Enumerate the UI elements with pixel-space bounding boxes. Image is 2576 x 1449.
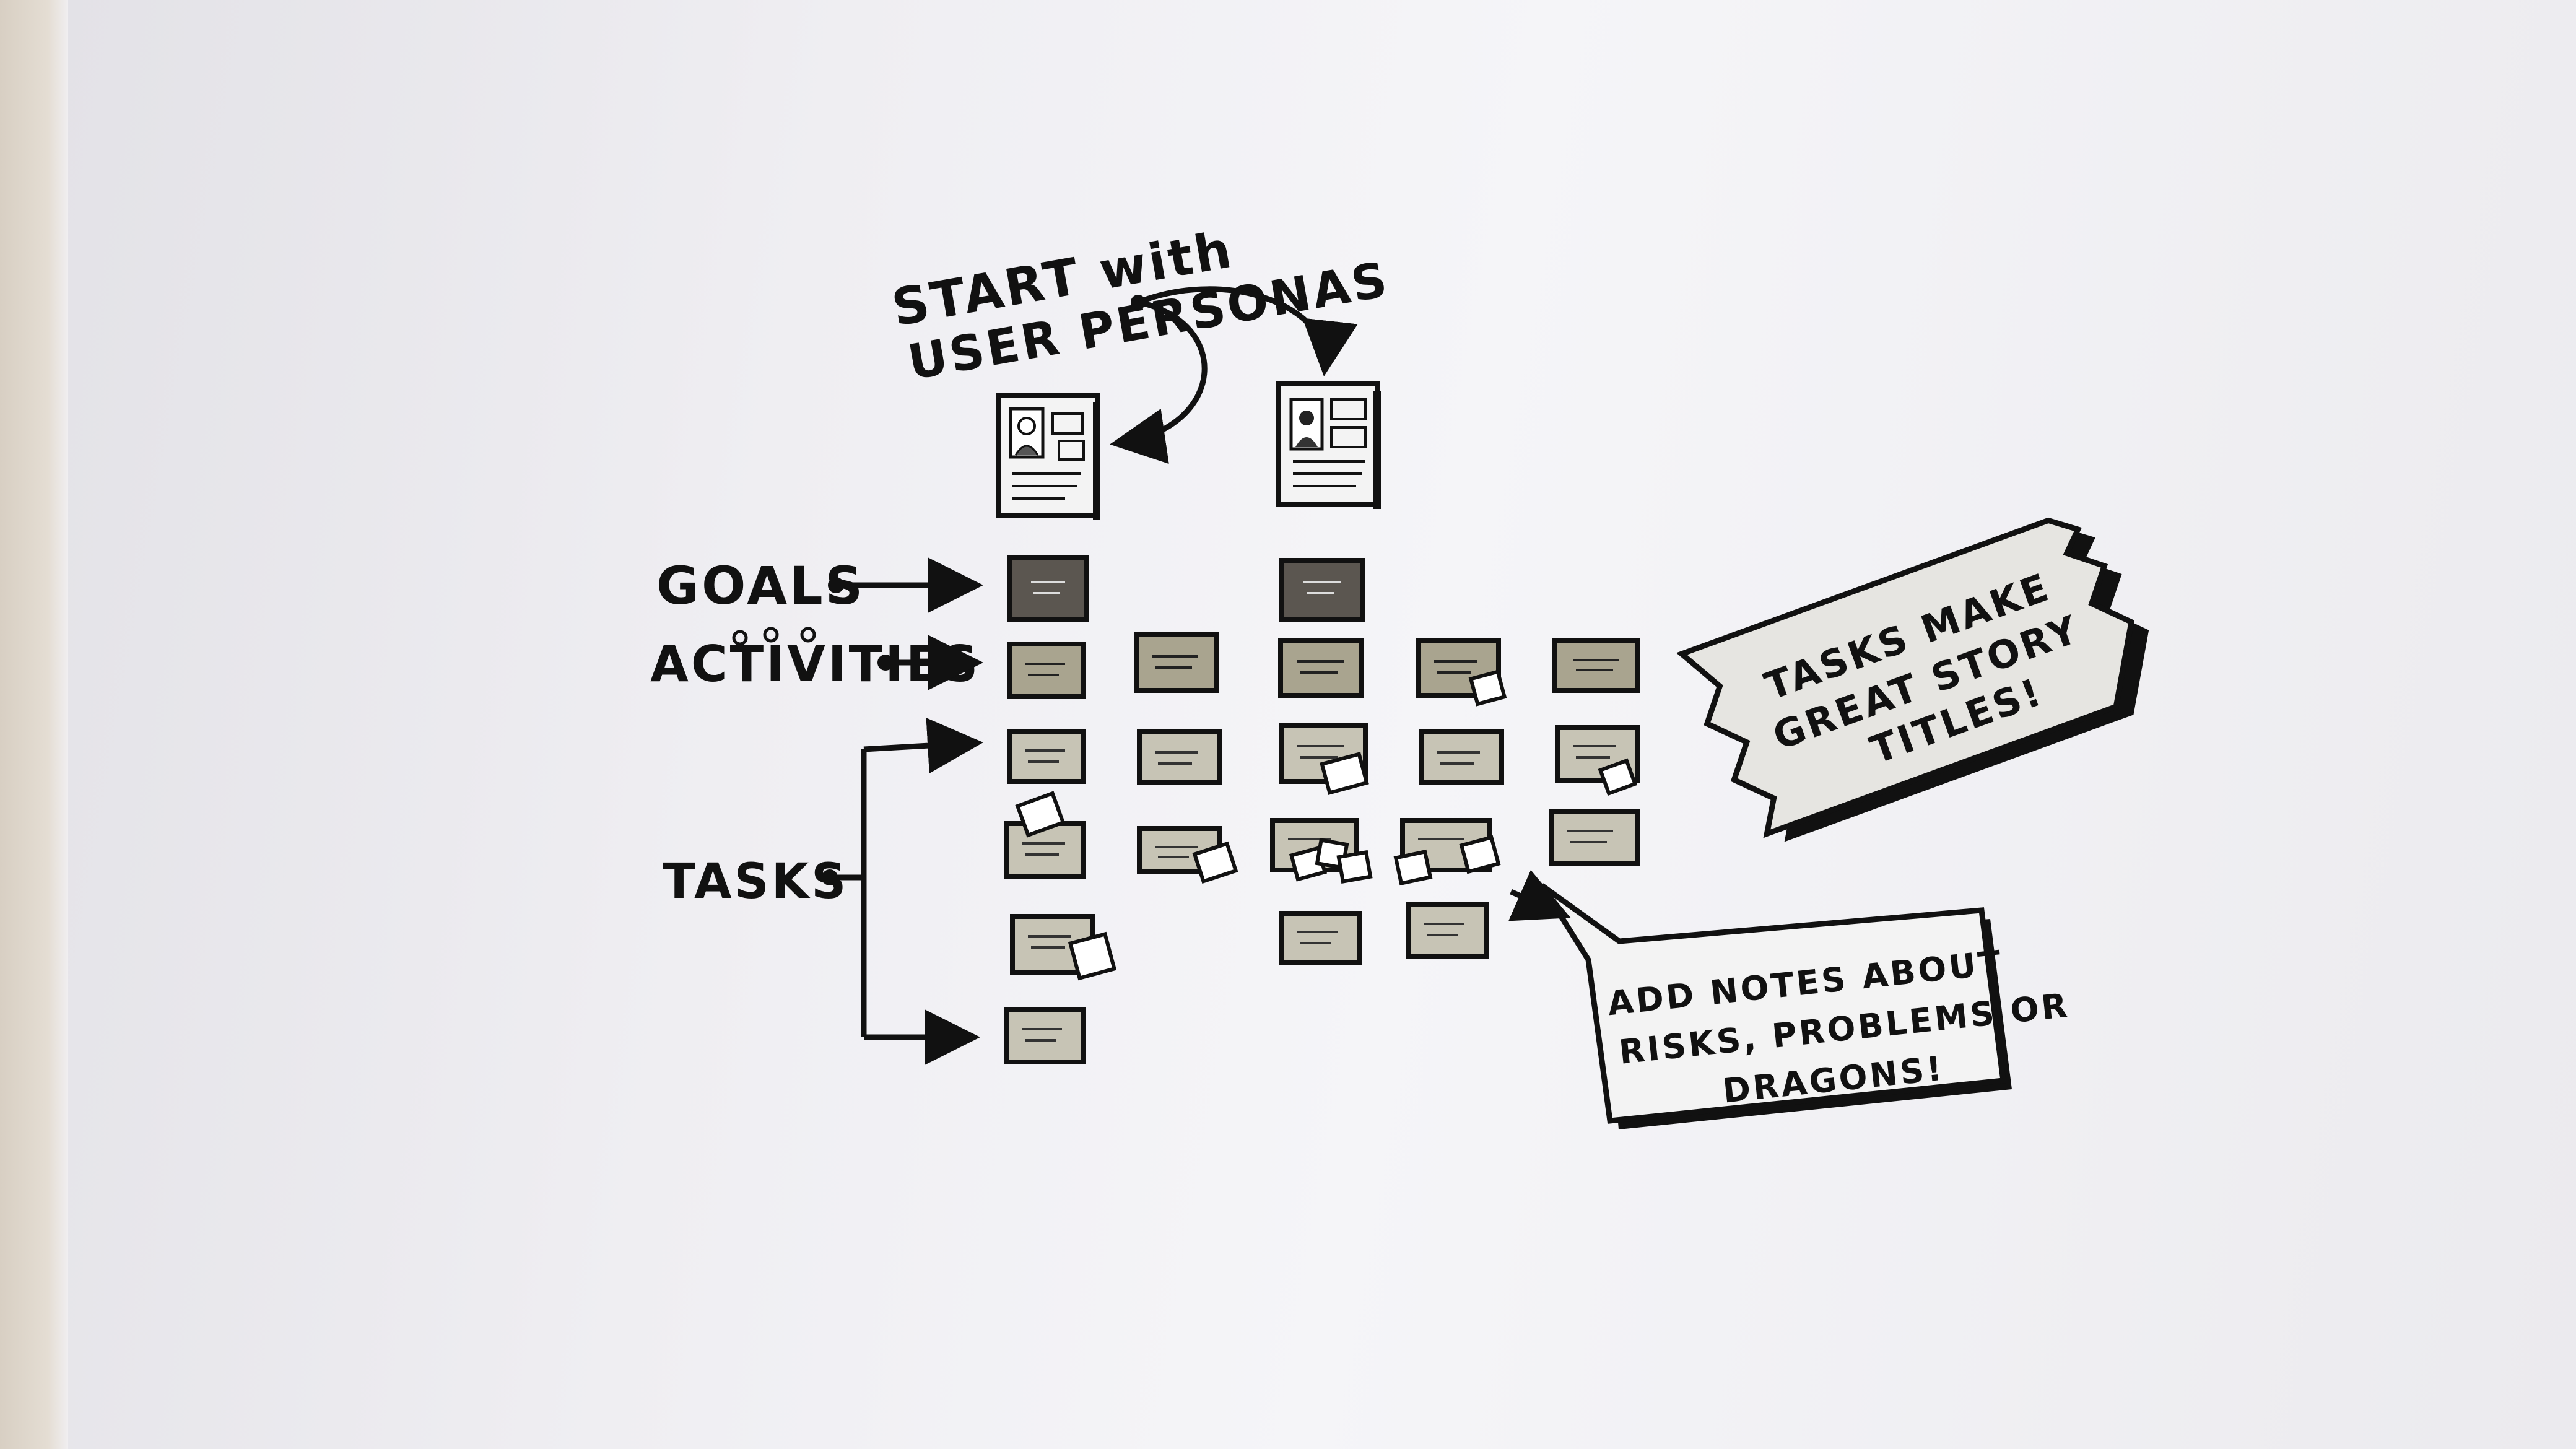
- sticky-note: [1015, 791, 1066, 838]
- arrow-to-persona-1: [1110, 299, 1208, 464]
- activity-card: [1134, 632, 1219, 693]
- task-card: [1137, 826, 1238, 884]
- task-card: [1279, 723, 1369, 795]
- callout-shape: [1539, 883, 2007, 1124]
- start-with-personas-label: START with USER PERSONAS: [888, 220, 1394, 391]
- activities-dots: [732, 627, 816, 646]
- tasks-label: TASKS: [663, 854, 848, 910]
- sticky-note: [1068, 931, 1117, 981]
- persona-card-2: [1276, 381, 1381, 509]
- task-card: [1419, 729, 1504, 785]
- task-card: [1279, 911, 1362, 965]
- task-card: [1393, 818, 1501, 886]
- task-card: [1137, 729, 1222, 785]
- persona-card-1: [996, 393, 1100, 520]
- task-card: [1004, 791, 1086, 879]
- goal-card-2: [1279, 558, 1365, 622]
- arrow-to-persona-2: [1137, 286, 1358, 376]
- activity-card: [1552, 638, 1640, 693]
- task-card: [1406, 902, 1489, 959]
- activity-card: [1007, 642, 1086, 699]
- tasks-arrow-top: [863, 718, 983, 774]
- sticky-note: [1393, 849, 1433, 886]
- task-card: [1004, 1007, 1086, 1064]
- activity-card: [1416, 638, 1507, 707]
- callout-arrow: [1508, 869, 1571, 921]
- task-card: [1555, 725, 1640, 796]
- sticky-note: [1336, 850, 1373, 884]
- whiteboard-frame-edge: [0, 0, 68, 1449]
- task-card: [1007, 729, 1086, 784]
- story-titles-banner: TASKS MAKE GREAT STORY TITLES!: [1676, 517, 2149, 842]
- sticky-note: [1468, 669, 1507, 707]
- task-card: [1010, 914, 1117, 981]
- sticky-note: [1320, 752, 1369, 795]
- task-card: [1270, 818, 1373, 884]
- sticky-note: [1598, 758, 1638, 796]
- goal-card-1: [1007, 555, 1089, 622]
- sticky-note: [1192, 841, 1238, 884]
- task-card: [1549, 809, 1640, 866]
- activity-card: [1278, 638, 1364, 698]
- tasks-bracket: [830, 749, 867, 1037]
- sticky-note: [1459, 835, 1501, 874]
- risks-callout: ADD NOTES ABOUT RISKS, PROBLEMS OR DRAGO…: [1508, 869, 2071, 1129]
- banner-shape: [1676, 517, 2135, 838]
